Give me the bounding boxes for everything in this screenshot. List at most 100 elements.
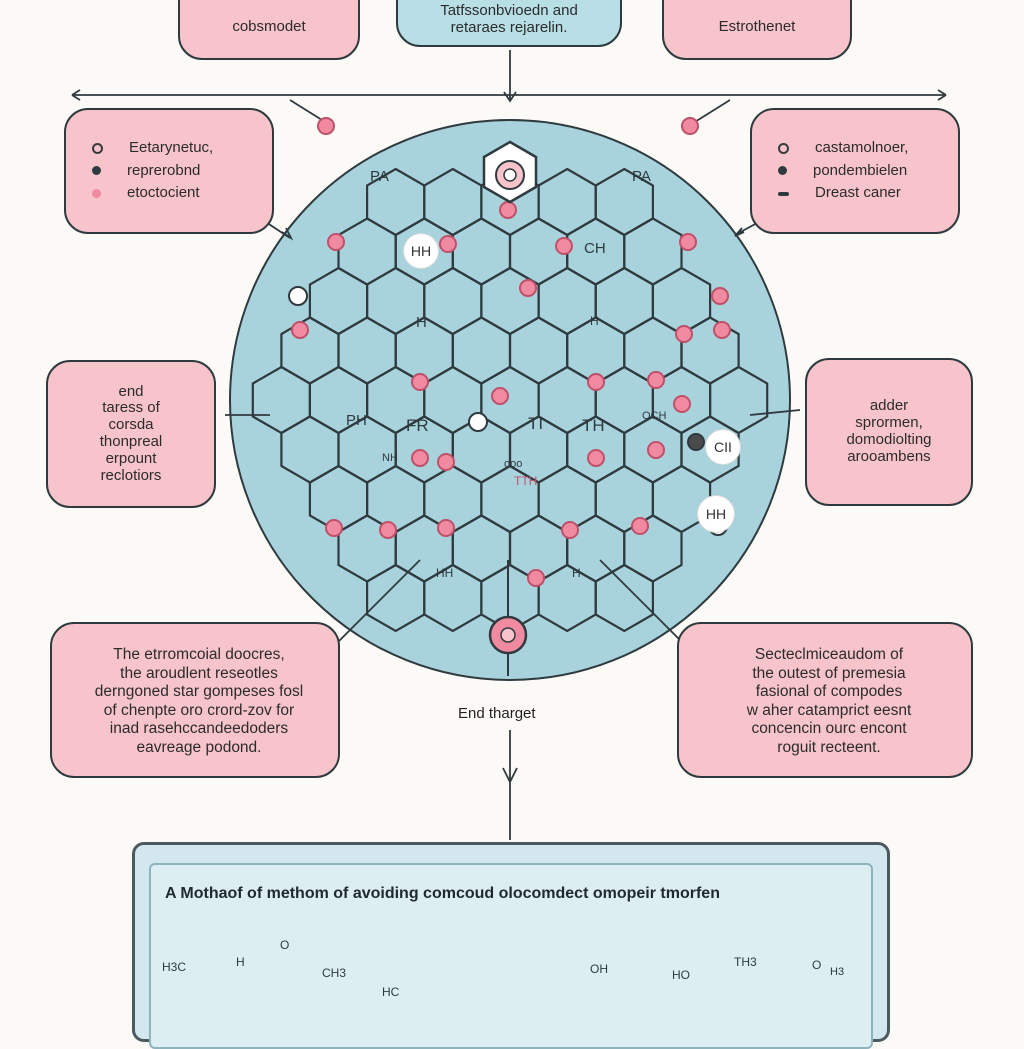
mid-right-line: adder xyxy=(869,397,909,415)
label-pa-right: PA xyxy=(632,168,651,185)
para-line: roguit recteent. xyxy=(777,738,881,756)
dash-bullet-icon xyxy=(778,191,789,196)
para-line: fasional of compodes xyxy=(755,683,903,701)
label-pa-left: PA xyxy=(370,168,389,185)
mid-left-line: erpount xyxy=(105,449,157,467)
atom-dot xyxy=(327,233,345,251)
atom-dot xyxy=(647,441,665,459)
para-line: the aroudlent reseotles xyxy=(120,664,278,682)
atom-dot xyxy=(713,321,731,339)
atom-dot xyxy=(587,373,605,391)
mid-right-line: domodiolting xyxy=(846,431,932,448)
para-line: derngoned star gompeses fosl xyxy=(94,683,304,701)
atom-dot xyxy=(681,117,699,135)
atom-dot xyxy=(519,279,537,297)
mid-left-line: corsda xyxy=(108,416,154,434)
top-left-box: cobsmodet xyxy=(178,0,360,60)
label-och: OCH xyxy=(642,410,667,422)
atom-dot xyxy=(711,287,729,305)
mid-right-box: adder sprormen, domodiolting arooambens xyxy=(805,358,973,506)
para-line: w aher catamprict eesnt xyxy=(746,701,912,719)
label-ooo: ooo xyxy=(504,458,523,470)
atom-dot xyxy=(673,395,691,413)
left-bullet-text: etoctocient xyxy=(127,184,200,202)
left-bullet-row: Eetarynetuc, xyxy=(92,138,272,157)
right-bullet-box: castamolnoer, pondembielen Dreast caner xyxy=(750,108,960,234)
bottom-label: H xyxy=(236,955,245,969)
atom-dot xyxy=(631,517,649,535)
para-line: the outest of premesia xyxy=(752,664,906,682)
ring-bullet-icon xyxy=(778,142,789,154)
top-ring-atom-inner xyxy=(503,168,517,182)
atom-dot xyxy=(527,569,545,587)
top-left-box-label: cobsmodet xyxy=(232,18,306,36)
end-target-label: End tharget xyxy=(458,705,536,722)
atom-dot xyxy=(439,235,457,253)
mid-left-line: taress of xyxy=(102,399,160,417)
left-bullet-row: reprerobnd xyxy=(92,161,272,180)
left-bullet-text: Eetarynetuc, xyxy=(129,138,214,156)
bottom-label: H3 xyxy=(830,966,845,978)
label-cii: CII xyxy=(706,430,740,464)
mid-left-line: thonpreal xyxy=(99,433,163,450)
para-line: of chenpte oro crord-zov for xyxy=(103,701,295,719)
bottom-panel-inner: A Mothaof of methom of avoiding comcoud … xyxy=(149,863,873,1049)
atom-dot xyxy=(675,325,693,343)
label-h-right: H xyxy=(590,314,599,328)
label-hh-right: HH xyxy=(698,496,734,532)
left-bullet-row: etoctocient xyxy=(92,185,272,202)
atom-dot xyxy=(317,117,335,135)
bottom-right-paragraph-box: Secteclmiceaudom of the outest of premes… xyxy=(677,622,973,778)
right-bullet-row: castamolnoer, xyxy=(778,138,958,157)
bottom-label: TH3 xyxy=(734,955,757,969)
bottom-label: O xyxy=(280,938,290,952)
right-bullet-text: castamolnoer, xyxy=(815,138,909,156)
mid-right-line: arooambens xyxy=(847,447,931,465)
atom-dot xyxy=(411,373,429,391)
atom-dot xyxy=(437,453,455,471)
right-bullet-text: pondembielen xyxy=(813,161,908,179)
label-ph: PH xyxy=(346,412,367,429)
solid-bullet-icon xyxy=(778,166,787,176)
atom-dot xyxy=(291,321,309,339)
para-line: eavreage podond. xyxy=(136,738,262,756)
atom-dot xyxy=(587,449,605,467)
label-ch-top: CH xyxy=(584,240,606,257)
atom-dot xyxy=(288,286,308,306)
top-right-box: Estrothenet xyxy=(662,0,852,60)
atom-dot xyxy=(647,371,665,389)
mid-left-line: end xyxy=(118,382,144,400)
para-line: concencin ourc encont xyxy=(751,720,907,738)
atom-dot xyxy=(687,433,705,451)
left-bullet-box: Eetarynetuc, reprerobnd etoctocient xyxy=(64,108,274,234)
para-line: Secteclmiceaudom of xyxy=(754,646,904,663)
label-hh: HH xyxy=(404,234,438,268)
para-line: inad rasehccandeedoders xyxy=(109,720,289,738)
bottom-atom-inner xyxy=(500,627,516,643)
label-hh-bottom: HH xyxy=(436,566,454,580)
bottom-label: CH3 xyxy=(322,966,347,980)
top-right-box-label: Estrothenet xyxy=(718,18,796,36)
right-bullet-row: Dreast caner xyxy=(778,185,958,202)
para-line: The etrromcoial doocres, xyxy=(113,646,285,663)
hexagon-lattice xyxy=(251,167,769,633)
top-center-line1: Tatfssonbvioedn and xyxy=(440,2,578,20)
left-bullet-text: reprerobnd xyxy=(127,161,201,179)
atom-dot xyxy=(499,201,517,219)
label-nh: NH xyxy=(382,452,398,464)
atom-dot xyxy=(491,387,509,405)
label-h-bottom: H xyxy=(572,566,581,580)
mid-right-line: sprormen, xyxy=(855,414,923,432)
atom-dot xyxy=(325,519,343,537)
bottom-label: OH xyxy=(590,962,608,976)
label-ti: TI xyxy=(528,414,544,433)
center-ring xyxy=(468,412,488,432)
atom-dot xyxy=(679,233,697,251)
bottom-label: H3C xyxy=(162,960,187,974)
label-fr: FR xyxy=(406,416,429,435)
mid-left-line: reclotiors xyxy=(100,466,162,484)
right-bullet-text: Dreast caner xyxy=(815,184,901,202)
label-th: TH xyxy=(582,416,605,435)
molecule-diagram xyxy=(71,50,947,1024)
bottom-label: HC xyxy=(382,985,400,999)
